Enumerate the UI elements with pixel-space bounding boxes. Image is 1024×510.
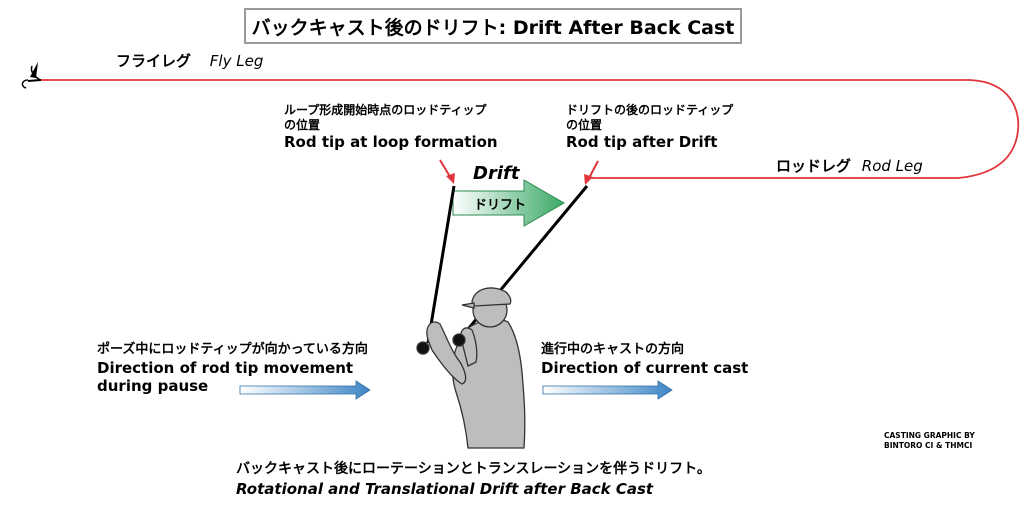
after-drift-jp2: の位置 xyxy=(566,118,603,132)
fly-leg-label: フライレグ Fly Leg xyxy=(116,50,263,71)
rod-leg-jp: ロッドレグ xyxy=(776,157,852,175)
pause-dir-en2: during pause xyxy=(97,377,209,395)
fly-leg-en: Fly Leg xyxy=(209,52,264,70)
credit-line2: BINTORO CI & THMCI xyxy=(884,441,973,450)
cast-dir-en: Direction of current cast xyxy=(541,359,749,377)
credit-line1: CASTING GRAPHIC BY xyxy=(884,431,975,440)
credit: CASTING GRAPHIC BY BINTORO CI & THMCI xyxy=(884,431,975,451)
cast-dir-jp: 進行中のキャストの方向 xyxy=(541,342,685,357)
loop-start-jp1: ループ形成開始時点のロッドティップ xyxy=(284,103,487,117)
after-drift-label: ドリフトの後のロッドティップ の位置 Rod tip after Drift xyxy=(566,103,733,151)
rod-at-loop-formation xyxy=(426,185,456,344)
rod-leg-en: Rod Leg xyxy=(861,157,923,175)
loop-start-label: ループ形成開始時点のロッドティップ の位置 Rod tip at loop fo… xyxy=(284,103,498,151)
pointer-arrow-after-drift xyxy=(584,160,599,185)
pause-dir-jp: ポーズ中にロッドティップが向かっている方向 xyxy=(97,342,368,357)
pause-direction-arrow xyxy=(239,380,371,400)
rod-leg-label: ロッドレグ Rod Leg xyxy=(776,155,923,176)
after-drift-en: Rod tip after Drift xyxy=(566,133,718,151)
pointer-arrow-loop-start xyxy=(439,159,455,184)
caption: バックキャスト後にローテーションとトランスレーションを伴うドリフト。 Rotat… xyxy=(236,459,711,499)
caption-en: Rotational and Translational Drift after… xyxy=(236,480,654,498)
pause-dir-en1: Direction of rod tip movement xyxy=(97,359,354,377)
cast-direction-arrow xyxy=(542,380,673,400)
fly-icon xyxy=(21,62,42,89)
drift-label-jp: ドリフト xyxy=(474,198,527,213)
loop-start-jp2: の位置 xyxy=(284,118,321,132)
diagram-title: バックキャスト後のドリフト: Drift After Back Cast xyxy=(244,8,742,44)
fly-line xyxy=(40,79,1020,179)
caster-figure xyxy=(416,287,526,449)
pause-direction-label: ポーズ中にロッドティップが向かっている方向 Direction of rod t… xyxy=(97,341,368,395)
drift-arrow xyxy=(452,179,566,227)
after-drift-jp1: ドリフトの後のロッドティップ xyxy=(566,103,734,117)
loop-start-en: Rod tip at loop formation xyxy=(284,133,498,151)
caption-jp: バックキャスト後にローテーションとトランスレーションを伴うドリフト。 xyxy=(236,461,711,477)
fly-leg-jp: フライレグ xyxy=(116,52,192,70)
drift-label-en: Drift xyxy=(473,163,520,184)
cast-direction-label: 進行中のキャストの方向 Direction of current cast xyxy=(541,341,748,377)
